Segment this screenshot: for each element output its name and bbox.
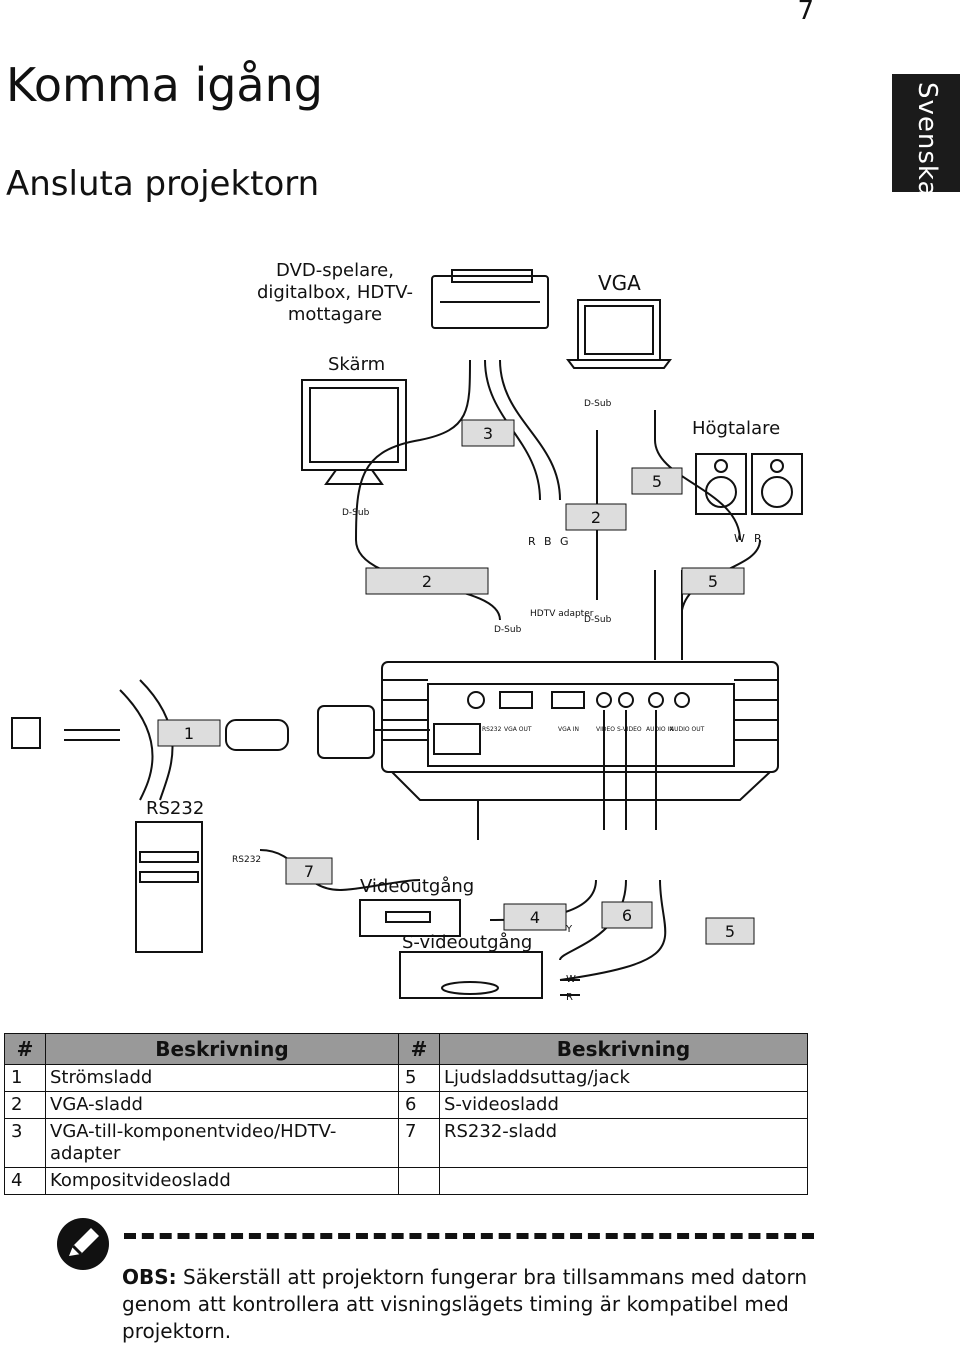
callout-5-mid: 5 bbox=[681, 567, 745, 595]
connection-diagram: DVD-spelare, digitalbox, HDTV- mottagare… bbox=[11, 260, 803, 1003]
rs232-port-label: RS232 bbox=[232, 855, 261, 865]
callout-7: 7 bbox=[285, 857, 333, 885]
screen-label: Skärm bbox=[328, 354, 385, 375]
rs232-label: RS232 bbox=[146, 798, 204, 819]
note-divider bbox=[124, 1233, 814, 1239]
video-out-label: Videoutgång bbox=[360, 876, 474, 897]
dvd-label-2: digitalbox, HDTV- bbox=[257, 282, 413, 303]
callout-4: 4 bbox=[503, 903, 567, 931]
wall-outlet-icon bbox=[11, 717, 41, 749]
dvd-label-1: DVD-spelare, bbox=[276, 260, 394, 281]
vga-label: VGA bbox=[598, 271, 641, 295]
callout-2-top: 2 bbox=[565, 503, 627, 531]
svg-text:5: 5 bbox=[708, 572, 718, 591]
y-plug-label: Y bbox=[565, 924, 573, 935]
callout-2-bottom: 2 bbox=[365, 567, 489, 595]
dsub-label-right: D-Sub bbox=[584, 615, 612, 625]
dsub-label-top: D-Sub bbox=[584, 399, 612, 409]
page-title: Komma igång bbox=[6, 58, 323, 112]
port-svideo: S-VIDEO bbox=[617, 726, 642, 733]
dsub-label-monitor: D-Sub bbox=[342, 508, 370, 518]
power-connector-icon bbox=[225, 719, 289, 751]
header-desc-2: Beskrivning bbox=[439, 1033, 808, 1065]
note-text: OBS: Säkerställ att projektorn fungerar … bbox=[122, 1264, 822, 1345]
b-plug-label: B bbox=[544, 535, 552, 548]
w-bottom-plug-label: W bbox=[566, 974, 576, 985]
callout-6: 6 bbox=[601, 901, 653, 929]
language-tab-label: Svenska bbox=[912, 82, 942, 198]
dvd-player-icon bbox=[431, 275, 549, 329]
callout-5-bottom: 5 bbox=[705, 917, 755, 945]
computer-tower-icon bbox=[135, 821, 203, 953]
power-inlet-icon bbox=[317, 705, 375, 759]
port-video: VIDEO bbox=[596, 726, 615, 733]
port-audio-in: AUDIO IN bbox=[646, 726, 674, 733]
note-pencil-icon bbox=[57, 1218, 109, 1270]
svg-text:2: 2 bbox=[422, 572, 432, 591]
dsub-label-left: D-Sub bbox=[494, 625, 522, 635]
cell-num: 1 bbox=[4, 1064, 46, 1092]
svideo-out-label: S-videoutgång bbox=[402, 932, 532, 953]
language-tab: Svenska bbox=[892, 74, 960, 197]
port-audio-out: AUDIO OUT bbox=[670, 726, 705, 733]
page-number: 7 bbox=[797, 0, 814, 26]
callout-1: 1 bbox=[157, 719, 221, 747]
port-rs232: RS232 bbox=[482, 726, 502, 733]
svg-text:1: 1 bbox=[184, 724, 194, 743]
svg-text:5: 5 bbox=[725, 922, 735, 941]
monitor-icon bbox=[301, 379, 407, 485]
cell-desc bbox=[439, 1167, 808, 1195]
header-num-2: # bbox=[398, 1033, 440, 1065]
table-row: 2 VGA-sladd 6 S-videosladd bbox=[4, 1091, 808, 1119]
port-vga-in: VGA IN bbox=[558, 726, 579, 733]
table-header-row: # Beskrivning # Beskrivning bbox=[4, 1033, 808, 1065]
header-num-1: # bbox=[4, 1033, 46, 1065]
speakers-icon bbox=[695, 453, 803, 515]
cell-num: 7 bbox=[398, 1118, 440, 1168]
table-row: 4 Kompositvideosladd bbox=[4, 1167, 808, 1195]
g-plug-label: G bbox=[560, 535, 569, 548]
svg-text:2: 2 bbox=[591, 508, 601, 527]
laptop-icon bbox=[566, 299, 672, 369]
callout-3: 3 bbox=[461, 419, 515, 447]
w-plug-label: W bbox=[734, 532, 745, 545]
note-body: Säkerställ att projektorn fungerar bra t… bbox=[122, 1265, 808, 1343]
table-row: 1 Strömsladd 5 Ljudsladdsuttag/jack bbox=[4, 1064, 808, 1092]
cell-num: 5 bbox=[398, 1064, 440, 1092]
cell-desc: Strömsladd bbox=[45, 1064, 399, 1092]
r-plug-label: R bbox=[528, 535, 536, 548]
note-label: OBS: bbox=[122, 1265, 177, 1289]
cell-num: 2 bbox=[4, 1091, 46, 1119]
cell-desc: VGA-sladd bbox=[45, 1091, 399, 1119]
svg-text:7: 7 bbox=[304, 862, 314, 881]
svg-text:5: 5 bbox=[652, 472, 662, 491]
cell-num: 3 bbox=[4, 1118, 46, 1168]
svg-text:4: 4 bbox=[530, 908, 540, 927]
dvd-drive-icon bbox=[399, 951, 543, 999]
table-row: 3 VGA-till-komponentvideo/HDTV-adapter 7… bbox=[4, 1118, 808, 1168]
projector-icon bbox=[381, 661, 779, 801]
svg-text:3: 3 bbox=[483, 424, 493, 443]
cell-num bbox=[398, 1167, 440, 1195]
cell-num: 6 bbox=[398, 1091, 440, 1119]
description-table: # Beskrivning # Beskrivning 1 Strömsladd… bbox=[4, 1033, 808, 1195]
dvd-label-3: mottagare bbox=[288, 304, 382, 325]
section-title: Ansluta projektorn bbox=[6, 164, 320, 204]
svg-text:6: 6 bbox=[622, 906, 632, 925]
r-bottom-plug-label: R bbox=[566, 992, 573, 1003]
port-vga-out: VGA OUT bbox=[504, 726, 532, 733]
callout-5-top: 5 bbox=[631, 467, 683, 495]
header-desc-1: Beskrivning bbox=[45, 1033, 399, 1065]
hdtv-adapter-label: HDTV adapter bbox=[530, 609, 594, 619]
cell-desc: RS232-sladd bbox=[439, 1118, 808, 1168]
cell-desc: VGA-till-komponentvideo/HDTV-adapter bbox=[45, 1118, 399, 1168]
cell-desc: S-videosladd bbox=[439, 1091, 808, 1119]
vcr-icon bbox=[359, 899, 461, 937]
r-audio-plug-label: R bbox=[754, 532, 762, 545]
cell-desc: Kompositvideosladd bbox=[45, 1167, 399, 1195]
speakers-label: Högtalare bbox=[692, 418, 780, 439]
cell-desc: Ljudsladdsuttag/jack bbox=[439, 1064, 808, 1092]
cell-num: 4 bbox=[4, 1167, 46, 1195]
